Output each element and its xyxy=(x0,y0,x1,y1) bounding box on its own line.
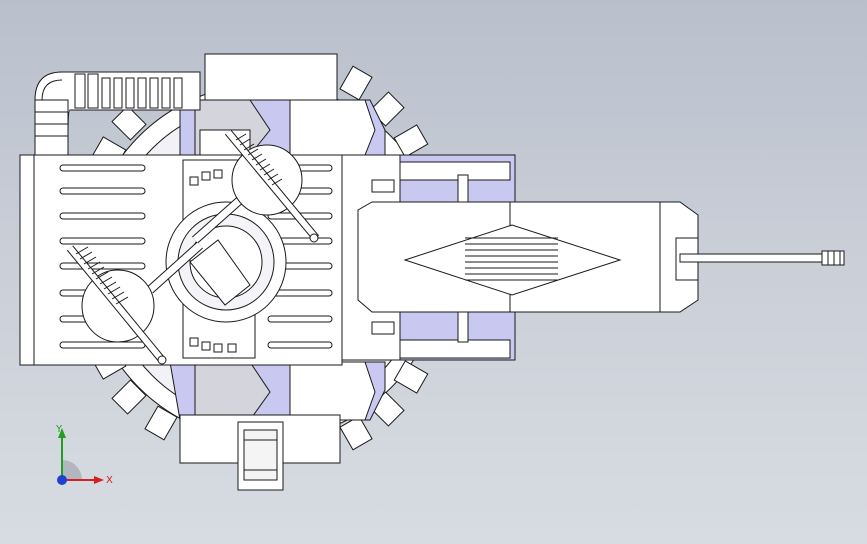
gun-mantlet xyxy=(357,201,699,313)
axis-triad: Y X xyxy=(55,424,113,486)
x-axis-arrow-icon xyxy=(94,476,104,484)
x-axis-label: X xyxy=(106,475,113,486)
upper-machine-gun xyxy=(146,129,320,294)
z-axis-dot-icon xyxy=(57,475,67,485)
mantlet-vent-slots xyxy=(465,237,558,281)
ammo-feed-chute xyxy=(34,71,201,156)
lower-housing xyxy=(169,361,386,491)
gun-barrel xyxy=(679,250,845,266)
y-axis-label: Y xyxy=(55,424,63,435)
y-axis-arrow-icon xyxy=(58,428,66,438)
lower-machine-gun xyxy=(66,245,167,365)
